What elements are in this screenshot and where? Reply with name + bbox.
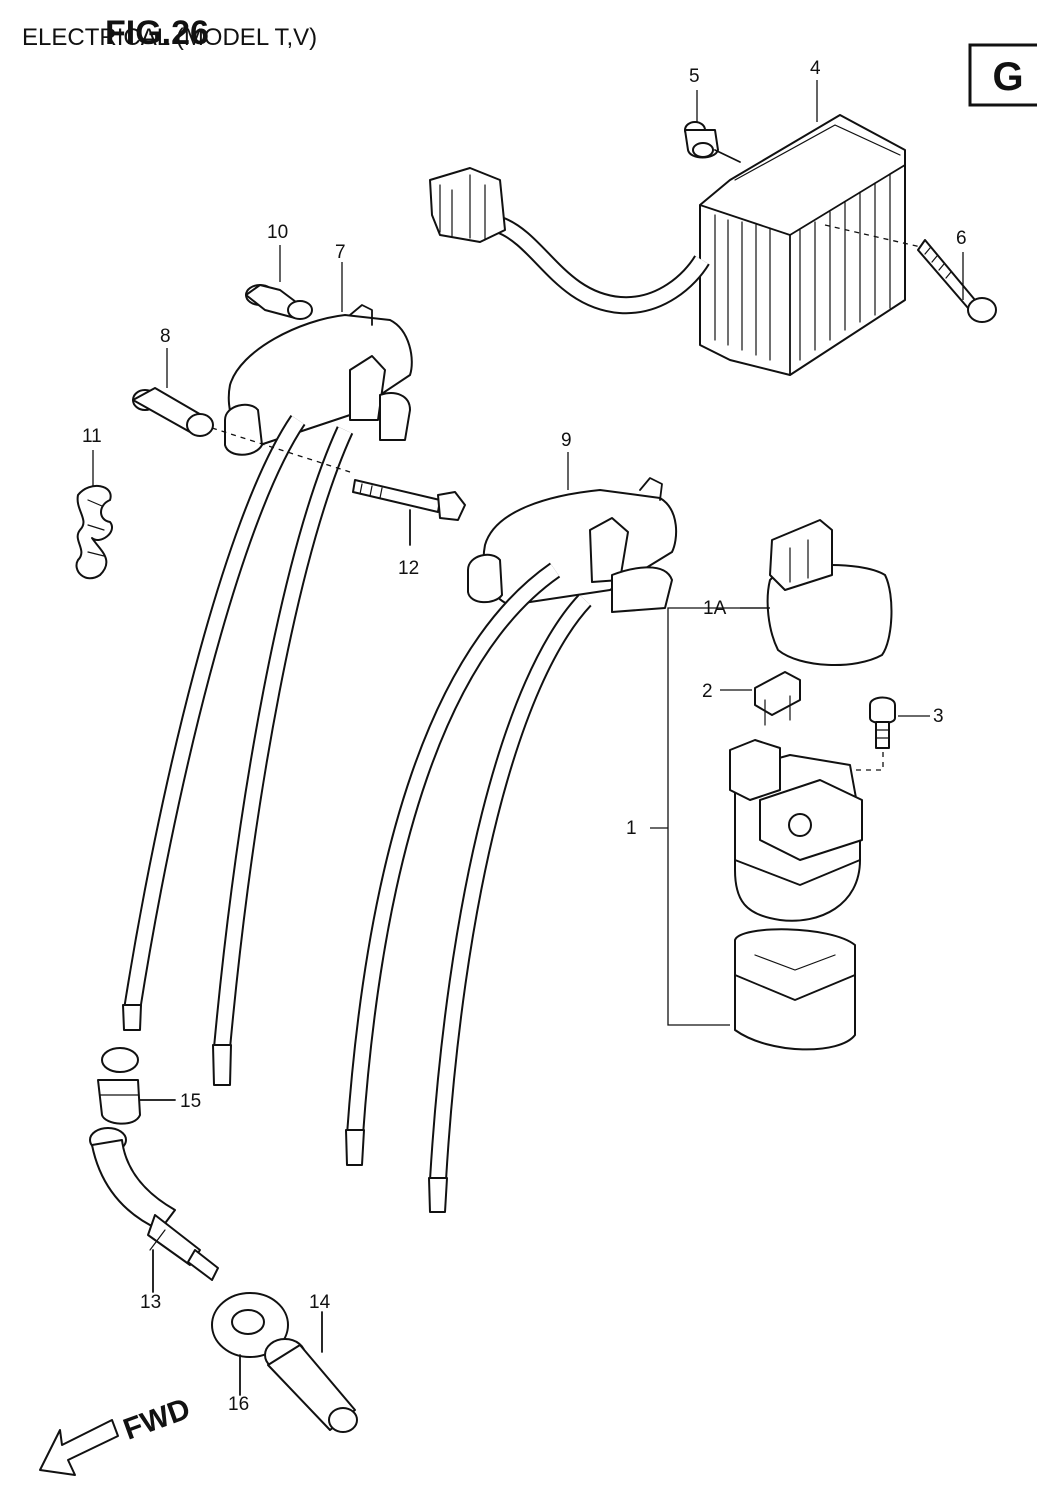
callout-4: 4 [810, 58, 821, 79]
clamp-11 [75, 485, 113, 580]
callout-10: 10 [267, 222, 288, 243]
figure-title: FIG.26 [105, 14, 209, 52]
callout-15: 15 [180, 1091, 201, 1112]
callout-11: 11 [82, 426, 102, 447]
callout-9: 9 [561, 430, 572, 451]
bolt-12 [352, 479, 466, 546]
fuse-2 [754, 671, 801, 726]
callout-3: 3 [933, 706, 944, 727]
callout-7: 7 [335, 242, 346, 263]
callout-8: 8 [160, 326, 171, 347]
spark-plug-13 [89, 1127, 219, 1293]
ignition-coil-7 [224, 304, 413, 456]
callout-16: 16 [228, 1394, 249, 1415]
spacer-5 [684, 121, 741, 163]
spacer-8 [132, 387, 351, 473]
bolt-6 [824, 224, 997, 323]
callout-5: 5 [689, 66, 700, 87]
forward-arrow [39, 1419, 119, 1476]
regulator-rectifier [429, 114, 906, 376]
starter-relay-cover-1A [766, 519, 893, 667]
boot-14 [264, 1311, 358, 1433]
forward-label: FWD [119, 1392, 194, 1446]
callout-1: 1 [626, 818, 637, 839]
callout-1A: 1A [703, 598, 727, 619]
bracket-1 [667, 607, 770, 1026]
callout-labels: 1 1A 2 3 4 5 6 7 8 9 10 11 12 13 14 15 1… [82, 58, 967, 1415]
plug-cap-15 [97, 1047, 176, 1125]
faint-heading: ELECTRICAL (MODEL T,V) [22, 24, 317, 51]
callout-6: 6 [956, 228, 967, 249]
callout-12: 12 [398, 558, 419, 579]
washer-16 [211, 1292, 289, 1396]
starter-relay-body [729, 739, 863, 922]
ignition-coil-9 [467, 477, 678, 613]
coil-9-cables [345, 562, 592, 1213]
bolt-3 [835, 696, 896, 771]
callout-13: 13 [140, 1292, 161, 1313]
relay-lower-cover [734, 928, 856, 1051]
spacer-10 [245, 284, 313, 320]
group-badge: G [968, 43, 1037, 107]
leader-lines [92, 80, 964, 717]
group-badge-label: G [992, 55, 1023, 99]
callout-14: 14 [309, 1292, 331, 1313]
coil-7-cables [122, 414, 354, 1086]
callout-2: 2 [702, 681, 713, 702]
